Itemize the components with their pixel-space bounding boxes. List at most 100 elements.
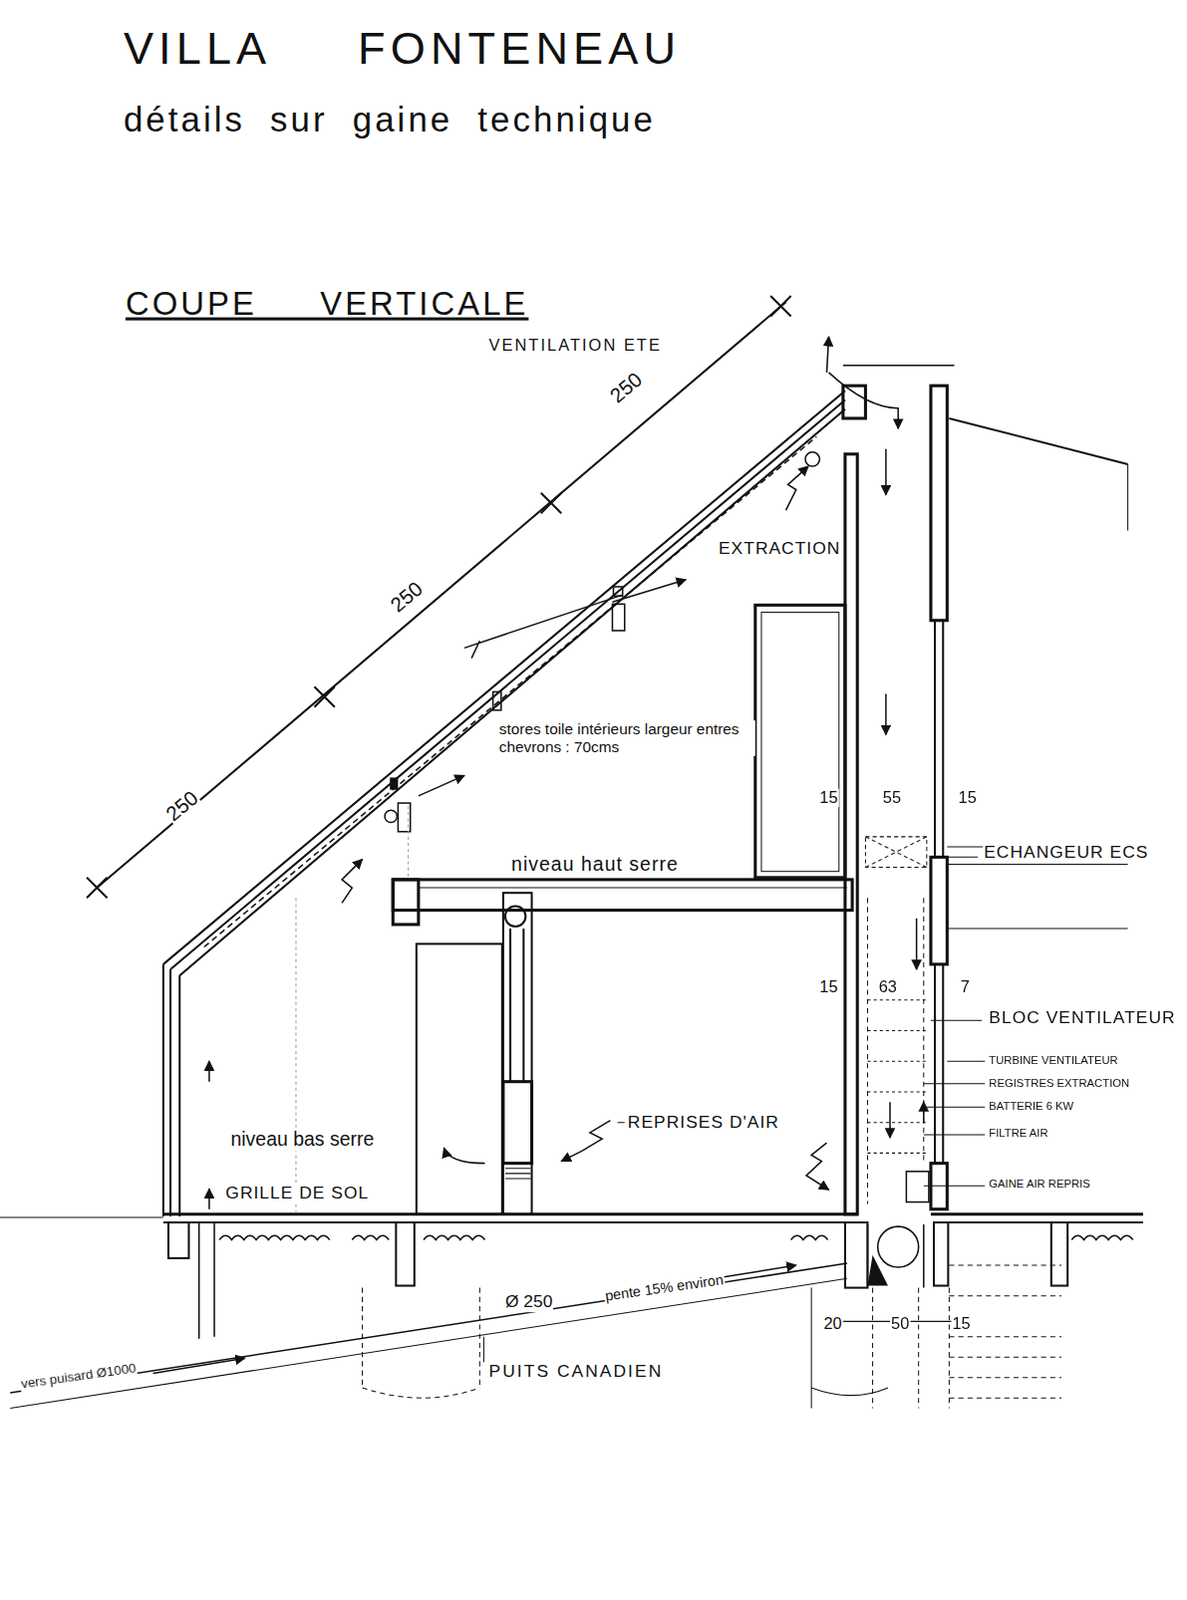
roof-glazing: [204, 436, 817, 947]
floor-slab: [938, 1221, 1144, 1224]
walls: [933, 620, 936, 859]
roof-glazing: [179, 409, 846, 976]
airflow-label: EXTRACTION: [717, 539, 842, 560]
duct-shaft: [865, 837, 926, 869]
dimension-value: 63: [878, 977, 898, 997]
dimension-value: 250: [160, 786, 204, 828]
walls: [1127, 464, 1129, 532]
duct-shaft: [867, 1255, 888, 1287]
airflow-arrows: [341, 859, 362, 903]
level-label: niveau haut serre: [510, 853, 680, 876]
leader-lines: [483, 1123, 624, 1364]
floors-and-doors: [505, 1169, 532, 1180]
component-label: PUITS CANADIEN: [488, 1361, 665, 1382]
dimension-line: [86, 296, 792, 898]
canadian-well: [198, 1222, 201, 1340]
airflow-arrows: [827, 336, 830, 373]
airflow-arrows: [561, 1121, 610, 1163]
walls: [930, 385, 947, 621]
airflow-arrows: [208, 1188, 211, 1209]
floors-and-doors: [418, 888, 848, 890]
floor-slab: [1051, 1222, 1068, 1287]
airflow-arrows: [443, 1148, 485, 1164]
component-label: TURBINE VENTILATEUR: [987, 1054, 1119, 1068]
airflow-arrows: [806, 1143, 830, 1190]
duct-shaft: [865, 837, 926, 869]
canadian-well: [9, 1278, 848, 1409]
component-label: FILTRE AIR: [987, 1127, 1049, 1141]
subtitle: détails sur gaine technique: [122, 99, 657, 140]
roof-glazing: [170, 399, 846, 970]
note-text: pente 15% environ: [602, 1271, 726, 1305]
dimension-value: 250: [604, 367, 648, 409]
roof-glazing: [178, 975, 181, 1217]
walls: [941, 620, 944, 859]
floors-and-doors: [505, 906, 526, 927]
walls: [933, 964, 936, 1165]
roof-glazing: [464, 594, 623, 659]
floor-slab: [930, 1212, 1144, 1216]
floor-slab: [168, 1222, 189, 1259]
dimension-value: 15: [818, 789, 839, 809]
duct-shaft: [867, 897, 923, 1204]
roof-glazing: [296, 806, 409, 1213]
airflow-arrows: [208, 1061, 211, 1082]
floors-and-doors: [392, 880, 853, 911]
canadian-well: [9, 1222, 889, 1409]
airflow-arrows: [829, 372, 899, 429]
duct-shaft: [948, 1265, 1062, 1399]
canadian-well: [213, 1222, 216, 1338]
dimension-line: [313, 686, 334, 707]
airflow-arrows: [153, 336, 924, 1375]
airflow-arrows: [714, 1265, 797, 1279]
walls: [930, 857, 947, 965]
drawing-title: VILLA FONTENEAU: [122, 22, 682, 75]
airflow-arrows: [418, 775, 465, 796]
duct-shaft: [867, 1000, 928, 1155]
dimension-line: [770, 296, 791, 316]
dimension-value: 50: [890, 1314, 910, 1334]
roof-glazing: [805, 452, 820, 467]
roof-glazing: [384, 810, 397, 823]
roof-glazing: [612, 587, 622, 596]
airflow-arrows: [915, 918, 918, 970]
floors-and-doors: [755, 604, 846, 878]
dimension-value: 7: [959, 977, 971, 997]
component-label: GAINE AIR REPRIS: [987, 1178, 1091, 1191]
airflow-arrows: [786, 466, 810, 511]
dimension-value: 15: [950, 1314, 971, 1334]
section-heading: COUPE VERTICALE: [124, 286, 530, 324]
dimension-value: 15: [818, 977, 839, 997]
dimension-value: 20: [822, 1314, 843, 1334]
note-text: stores toile intérieurs largeur entres c…: [498, 720, 756, 756]
walls: [843, 385, 867, 419]
component-label: BATTERIE 6 KW: [987, 1100, 1075, 1114]
roof-glazing: [162, 964, 165, 1217]
walls: [941, 964, 944, 1165]
duct-shaft: [905, 1172, 929, 1203]
leader-lines: [483, 857, 985, 1363]
airflow-arrows: [922, 1102, 925, 1123]
airflow-arrows: [611, 580, 686, 603]
dimension-value: 15: [957, 789, 978, 809]
canadian-well: [9, 1263, 848, 1394]
floors-and-doors: [392, 880, 419, 925]
duct-shaft: [878, 1226, 919, 1268]
canadian-well: [362, 1288, 481, 1400]
floor-slab: [395, 1222, 414, 1287]
walls: [948, 418, 1128, 465]
canadian-well: [811, 1388, 889, 1397]
note-text: vers puisard Ø1000: [18, 1361, 138, 1394]
dimension-line: [541, 493, 562, 514]
roof-glazing: [493, 691, 502, 710]
floor-slab: [163, 1212, 858, 1216]
component-label: GRILLE DE SOL: [224, 1184, 370, 1204]
airflow-arrows: [889, 1102, 891, 1139]
duct-shaft: [811, 837, 1062, 1410]
floors-and-doors: [522, 928, 525, 1083]
component-label: ECHANGEUR ECS: [982, 843, 1150, 864]
floors-and-doors: [416, 943, 503, 1214]
airflow-label: REPRISES D'AIR: [626, 1112, 781, 1133]
airflow-arrows: [885, 449, 888, 496]
